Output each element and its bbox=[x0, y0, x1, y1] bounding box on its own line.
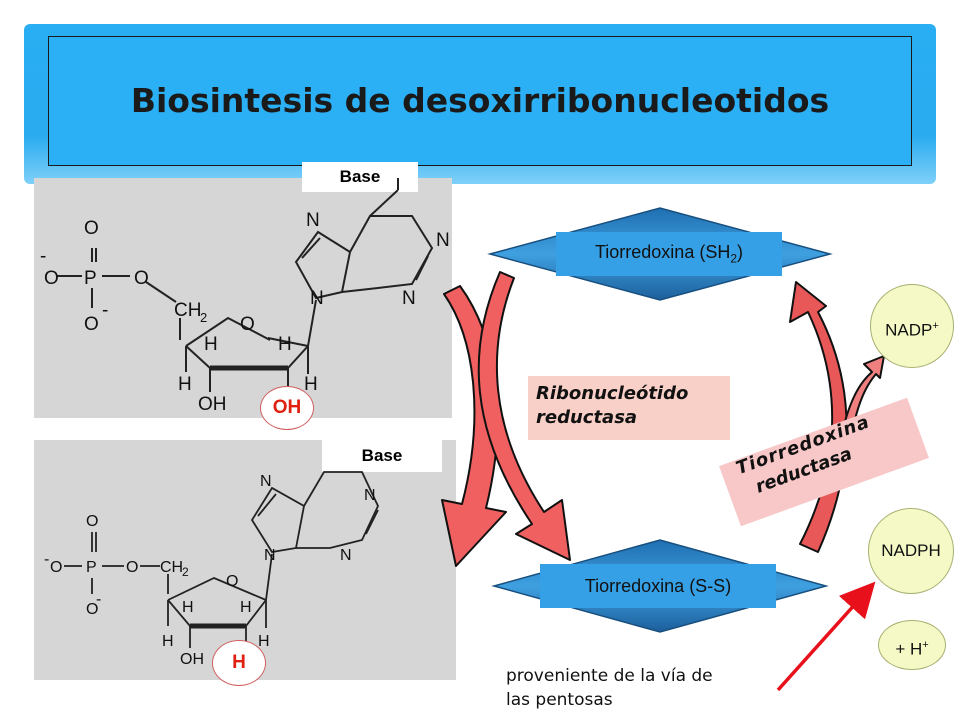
thioredoxin-reduced-text: Tiorredoxina (SH bbox=[594, 242, 731, 262]
rnr-label-line2: reductasa bbox=[536, 407, 638, 428]
atom-o: O bbox=[84, 218, 99, 239]
atom-n: N bbox=[306, 210, 320, 231]
page-title: Biosintesis de desoxirribonucleotidos bbox=[130, 81, 830, 120]
curved-arrow-up-dark bbox=[789, 281, 848, 553]
pentose-note-line2: las pentosas bbox=[506, 690, 613, 710]
ch2-sub: 2 bbox=[182, 565, 189, 579]
atom-h: H bbox=[162, 633, 174, 650]
title-box: Biosintesis de desoxirribonucleotidos bbox=[48, 36, 912, 166]
atom-o: O bbox=[84, 314, 99, 335]
atom-o: O bbox=[44, 268, 59, 289]
nadp-sup: + bbox=[932, 320, 939, 332]
rnr-label-box bbox=[528, 376, 730, 440]
rnr-label-line1: Ribonucleótido bbox=[536, 383, 689, 404]
h-circle-text: H bbox=[232, 652, 246, 673]
hexagon-label-bg-bottom bbox=[540, 564, 776, 608]
pentose-arrow bbox=[776, 581, 876, 692]
atom-h: H bbox=[258, 633, 270, 650]
atom-h: H bbox=[182, 599, 194, 616]
atom-n: N bbox=[260, 473, 272, 490]
atom-p: P bbox=[86, 559, 97, 576]
atom-h: H bbox=[278, 334, 292, 355]
charge: - bbox=[96, 591, 101, 608]
charge: - bbox=[40, 246, 46, 267]
pentose-note: proveniente de la vía de las pentosas bbox=[506, 664, 713, 712]
atom-n: N bbox=[364, 487, 376, 504]
proton-sup: + bbox=[922, 639, 929, 651]
atom-p: P bbox=[84, 268, 97, 289]
ch2-sub: 2 bbox=[200, 310, 207, 325]
atom-n: N bbox=[310, 288, 324, 309]
nadp-circle: NADP+ bbox=[870, 284, 954, 368]
ring-o: O bbox=[226, 573, 238, 590]
rnr-label: Ribonucleótido reductasa bbox=[536, 382, 688, 430]
proton-circle: + H+ bbox=[878, 620, 946, 670]
charge: - bbox=[102, 300, 108, 321]
oh-circle: OH bbox=[260, 386, 314, 430]
thioredoxin-reduced-label: Tiorredoxina (SH2) bbox=[556, 242, 782, 266]
ring-o: O bbox=[240, 314, 255, 335]
atom-n: N bbox=[402, 288, 416, 309]
curved-arrow-right bbox=[477, 271, 571, 561]
deoxyribonucleotide-structure bbox=[64, 471, 379, 648]
oh-label: OH bbox=[198, 394, 227, 415]
atom-o: O bbox=[50, 559, 62, 576]
atom-n: N bbox=[340, 547, 352, 564]
ribonucleotide-structure bbox=[56, 178, 434, 392]
ribonucleotide-panel bbox=[34, 178, 452, 418]
deoxyribonucleotide-atoms: O O P O O - - CH 2 O H H H H OH N N N N bbox=[44, 473, 376, 668]
atom-o: O bbox=[86, 601, 98, 618]
atom-o: O bbox=[86, 513, 98, 530]
atom-h: H bbox=[204, 334, 218, 355]
atom-n: N bbox=[264, 547, 276, 564]
atom-h: H bbox=[304, 374, 318, 395]
atom-o: O bbox=[134, 268, 149, 289]
thioredoxin-reduced-subscript: 2 bbox=[730, 251, 738, 266]
oh-circle-text: OH bbox=[272, 397, 302, 418]
nadph-circle: NADPH bbox=[868, 508, 954, 594]
ch2-label: CH bbox=[174, 300, 201, 321]
atom-o: O bbox=[126, 559, 138, 576]
ribonucleotide-atoms: O O P O O - - CH 2 O H H H H OH N N N N bbox=[40, 210, 450, 415]
base-label-bottom: Base bbox=[322, 440, 442, 472]
thioredoxin-oxidized-label: Tiorredoxina (S-S) bbox=[584, 576, 732, 596]
pentose-note-line1: proveniente de la vía de bbox=[506, 666, 713, 686]
nadph-text: NADPH bbox=[881, 541, 941, 560]
atom-n: N bbox=[436, 230, 450, 251]
hexagon-label-bg-top bbox=[556, 232, 782, 276]
charge: - bbox=[44, 551, 49, 568]
atom-h: H bbox=[240, 599, 252, 616]
nadp-text: NADP bbox=[885, 320, 933, 340]
proton-text: + H bbox=[895, 639, 923, 659]
atom-h: H bbox=[178, 374, 192, 395]
thioredoxin-reduced-close: ) bbox=[737, 242, 744, 262]
h-circle: H bbox=[212, 640, 266, 686]
ch2-label: CH bbox=[160, 559, 183, 576]
base-label-top: Base bbox=[302, 162, 418, 192]
rnr-arrows bbox=[441, 271, 571, 567]
oh-label: OH bbox=[180, 651, 204, 668]
